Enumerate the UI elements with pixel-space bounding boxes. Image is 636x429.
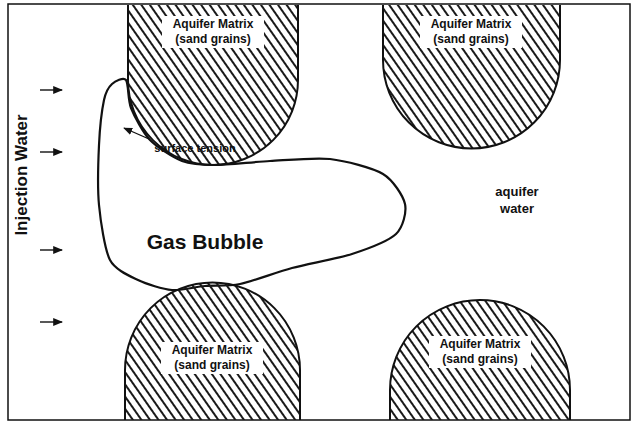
flow-arrow — [40, 249, 62, 250]
flow-arrow — [40, 321, 62, 322]
grain-hatch — [383, 5, 560, 149]
flow-label-text: Injection Water — [11, 114, 33, 235]
grain-label: Aquifer Matrix (sand grains) — [161, 342, 263, 374]
grain-label: Aquifer Matrix (sand grains) — [162, 16, 264, 48]
gas-bubble: Gas Bubble — [95, 75, 410, 295]
callout-label: surface tension — [154, 141, 235, 155]
flow-arrow — [40, 89, 62, 90]
sand-grain: Aquifer Matrix (sand grains) — [390, 300, 570, 420]
grain-outline — [125, 283, 300, 421]
region-label: aquifer water — [486, 184, 548, 218]
grain-hatch — [125, 283, 300, 421]
grain-label: Aquifer Matrix (sand grains) — [420, 16, 522, 48]
grain-hatch — [390, 300, 570, 420]
callout-label-text: surface tension — [154, 141, 235, 155]
bubble-label: Gas Bubble — [147, 229, 264, 255]
grain-label: Aquifer Matrix (sand grains) — [429, 336, 531, 368]
flow-arrow — [40, 151, 62, 152]
flow-arrows — [40, 90, 62, 322]
sand-grain: Aquifer Matrix (sand grains) — [383, 5, 560, 151]
bubble-outline — [98, 79, 405, 290]
grain-outline — [128, 5, 298, 165]
frame — [8, 4, 630, 420]
grain-hatch — [128, 5, 298, 165]
region-label-text: aquifer water — [486, 184, 548, 218]
grain-outline — [383, 5, 560, 149]
flow-label: Injection Water — [11, 114, 33, 235]
gas-bubble-outline — [95, 75, 410, 295]
sand-grain: Aquifer Matrix (sand grains) — [125, 282, 300, 420]
grain-outline — [390, 300, 570, 420]
